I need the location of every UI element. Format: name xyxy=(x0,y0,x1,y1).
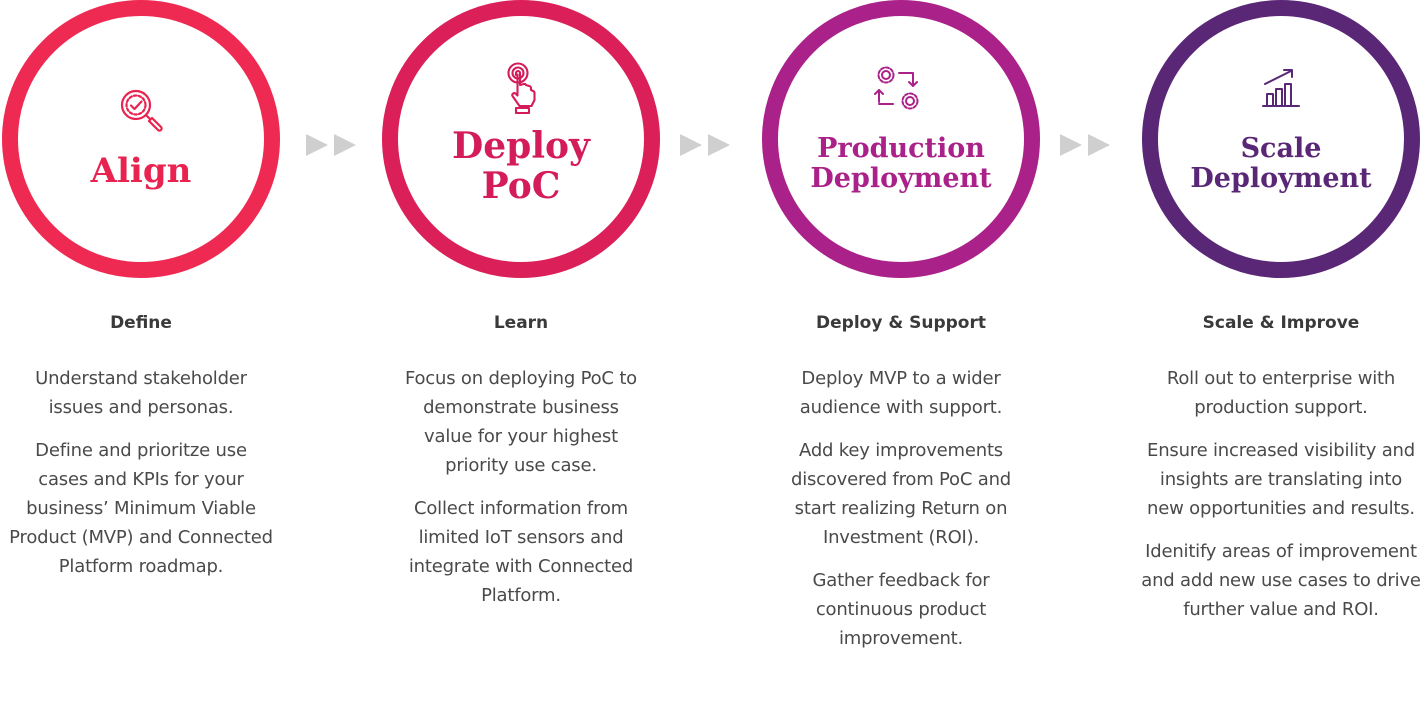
stage-description: Deploy MVP to a wider audience with supp… xyxy=(760,364,1042,667)
stage-subheading: Deploy & Support xyxy=(816,313,986,333)
description-paragraph: Roll out to enterprise with production s… xyxy=(1166,368,1396,418)
description-paragraph: Focus on deploying PoC to demonstrate bu… xyxy=(404,368,637,476)
stage-title: Align xyxy=(90,151,192,191)
touch-hand-icon xyxy=(503,62,539,118)
stage-title: Production Deployment xyxy=(810,133,992,195)
stage-description: Roll out to enterprise with production s… xyxy=(1140,364,1422,638)
description-paragraph: Deploy MVP to a wider audience with supp… xyxy=(799,368,1003,418)
stage-description: Focus on deploying PoC to demonstrate bu… xyxy=(380,364,662,624)
stage-subheading: Scale & Improve xyxy=(1202,313,1360,333)
description-paragraph: Collect information from limited IoT sen… xyxy=(408,498,634,606)
double-arrow-icon xyxy=(306,134,356,156)
description-paragraph: Idenitify areas of improvement and add n… xyxy=(1141,541,1421,620)
stage-title: Scale Deployment xyxy=(1190,133,1372,195)
description-paragraph: Gather feedback for continuous product i… xyxy=(812,570,990,649)
growth-chart-icon xyxy=(1261,68,1301,112)
align-circle xyxy=(2,0,280,278)
stage-subheading: Define xyxy=(110,313,172,333)
stage-subheading: Learn xyxy=(493,313,549,333)
description-paragraph: Add key improvements discovered from PoC… xyxy=(790,440,1012,548)
description-paragraph: Ensure increased visibility and insights… xyxy=(1147,440,1415,519)
double-arrow-icon xyxy=(680,134,730,156)
gears-cycle-icon xyxy=(874,64,928,116)
double-arrow-icon xyxy=(1060,134,1110,156)
magnifier-check-icon xyxy=(117,86,165,138)
stage-title: Deploy PoC xyxy=(452,125,590,208)
description-paragraph: Understand stakeholder issues and person… xyxy=(35,368,247,418)
stage-description: Understand stakeholder issues and person… xyxy=(0,364,282,595)
description-paragraph: Define and prioritze use cases and KPIs … xyxy=(9,440,273,577)
